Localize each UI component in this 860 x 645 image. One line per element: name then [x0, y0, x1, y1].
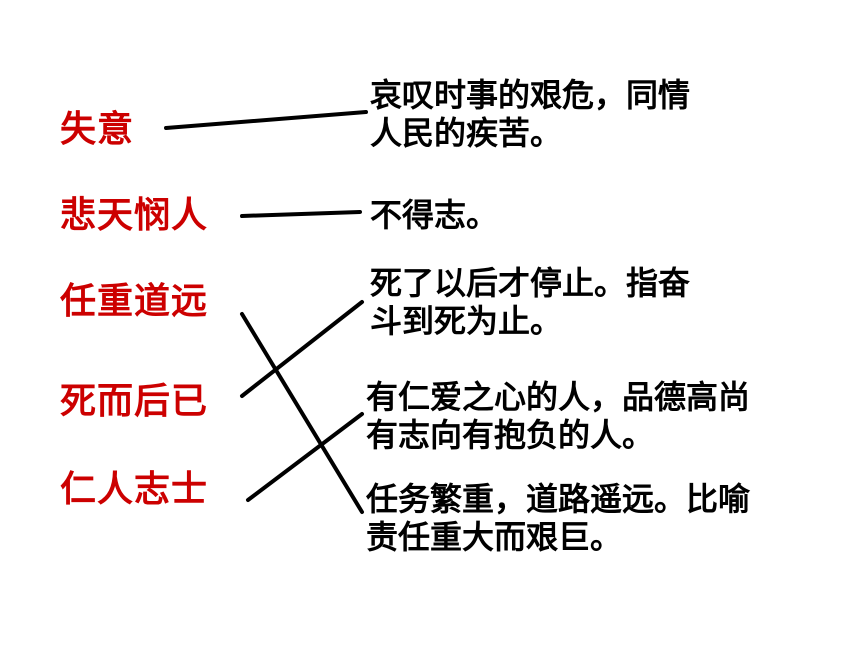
connector-line-2 [240, 210, 362, 218]
definition-5: 任务繁重，道路遥远。比喻 责任重大而艰巨。 [366, 480, 750, 556]
definition-1-line-2: 人民的疾苦。 [370, 114, 563, 152]
definition-3: 死了以后才停止。指奋 斗到死为止。 [370, 264, 690, 340]
definition-3-line-1: 死了以后才停止。指奋 [370, 264, 691, 302]
definition-3-line-2: 斗到死为止。 [370, 302, 563, 340]
definition-1: 哀叹时事的艰危，同情 人民的疾苦。 [370, 76, 690, 152]
definition-4-line-1: 有仁爱之心的人，品德高尚 [366, 378, 751, 416]
definition-5-line-1: 任务繁重，道路遥远。比喻 [366, 480, 751, 518]
definition-5-line-2: 责任重大而艰巨。 [366, 518, 623, 556]
definition-4-line-2: 有志向有抱负的人。 [366, 416, 655, 454]
connector-line-1 [164, 110, 368, 130]
definition-2: 不得志。 [370, 196, 498, 234]
term-renzhongdaoyuan: 任重道远 [60, 281, 209, 322]
term-beitianminren: 悲天悯人 [60, 195, 209, 236]
definition-2-line-1: 不得志。 [370, 196, 499, 234]
connector-line-4 [240, 300, 364, 398]
definition-1-line-1: 哀叹时事的艰危，同情 [370, 76, 691, 114]
connector-line-3 [240, 312, 364, 514]
term-renrenzhishi: 仁人志士 [60, 469, 209, 510]
connector-line-5 [246, 412, 364, 502]
term-sierhouyi: 死而后已 [60, 381, 209, 422]
definition-4: 有仁爱之心的人，品德高尚 有志向有抱负的人。 [366, 378, 750, 454]
term-shiyi: 失意 [60, 109, 135, 150]
